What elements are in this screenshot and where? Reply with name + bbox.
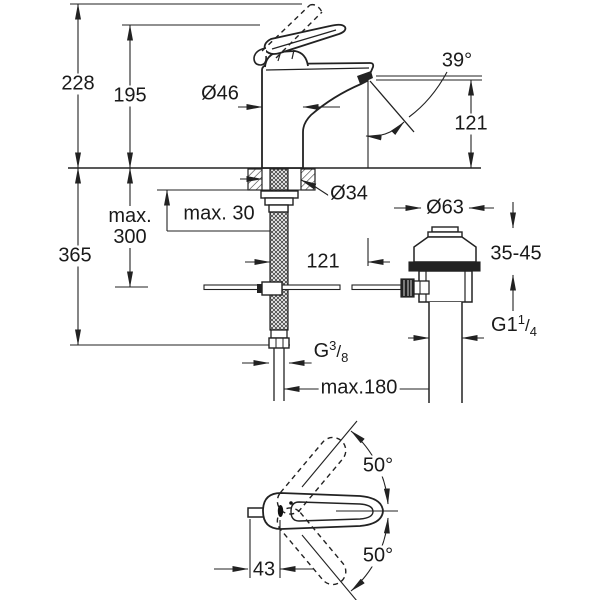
dim-handle-swing-down: 50° [360,544,396,567]
dim-waste-thread-slash: / [524,316,530,336]
handle-dot-mark [289,501,293,505]
dim-waste-thread-den: 4 [529,324,537,340]
front-view [68,3,482,401]
waste-seal [408,261,481,272]
aerator [357,71,373,84]
popup-rod-left [203,284,263,291]
dim-waste-thread-num: 1 [517,312,525,328]
spout-top-edge [265,67,370,71]
mounting-nut-small [268,204,289,213]
dim-lever-top-height: 195 [111,84,149,107]
faucet-body-outline [261,62,375,169]
outlet-plane [376,75,482,81]
mounting-nut [264,197,294,206]
waste-flange [413,236,477,263]
dim-handle-offset: 43 [250,558,278,581]
popup-rod-right [351,284,402,291]
supply-nut-knurl [275,338,284,348]
handle-pivot-mark [277,505,284,517]
waste-pipe [428,302,463,403]
lever-raised-dashed [261,3,323,59]
waste-knob [400,278,415,298]
dim-supply-thread-base: G [313,340,330,363]
dim-hose-to-waste-max: max.180 [318,376,400,399]
dim-supply-thread: G3/8 [311,338,351,366]
supply-nut [268,337,290,349]
dim-spout-to-deck: 121 [452,112,490,135]
dim-overall-height: 228 [59,72,97,95]
angle-arc [365,121,405,141]
dim-total-depth-below: 365 [56,244,94,267]
waste-knob-knurl [403,280,412,296]
popup-rod-clamp [261,281,283,296]
counter-hatch-right [300,168,316,191]
swing-radial-up [301,420,358,488]
lever-tail-hook [253,47,267,66]
dim-waste-thread-base: G1 [491,314,518,337]
dim-d34-leader [300,179,335,200]
hose-tail [273,348,285,401]
swing-radial-down [301,534,357,600]
dim-waste-thread: G11/4 [489,313,539,339]
waste-knob-stem [413,280,430,295]
dim-supply-thread-den: 8 [341,350,349,366]
dim-hole-diameter: Ø34 [328,182,370,205]
dim-deck-thickness-max: max. 30 [181,202,257,225]
hose-ferrule [270,329,288,339]
dim-handle-swing-up: 50° [360,454,396,477]
waste-plug-top [431,226,459,233]
dim-waste-deck-range: 35-45 [488,242,544,265]
mounting-washer [260,190,299,199]
dim-waste-flange-diameter: Ø63 [424,196,466,219]
popup-rod-screw [257,284,262,293]
dim-hose-below-max-line1: max. [108,205,152,227]
dim-spray-angle: 39° [439,49,475,72]
dim-body-diameter: Ø46 [199,82,241,105]
stream-line [369,80,415,133]
waste-pipe-fill [429,302,462,403]
dim-supply-thread-slash: / [336,342,342,362]
popup-rod-mid [281,284,341,291]
lever-inner-line [271,29,337,50]
dim-hose-below-max-line2: 300 [113,226,147,248]
handle-top-view [214,420,398,600]
angle-leader [408,71,448,118]
dim-rod-offset: 121 [304,250,342,273]
waste-assembly-view [394,202,516,403]
dim-hose-below-max: max. 300 [106,205,154,248]
dim-supply-thread-num: 3 [329,338,337,354]
